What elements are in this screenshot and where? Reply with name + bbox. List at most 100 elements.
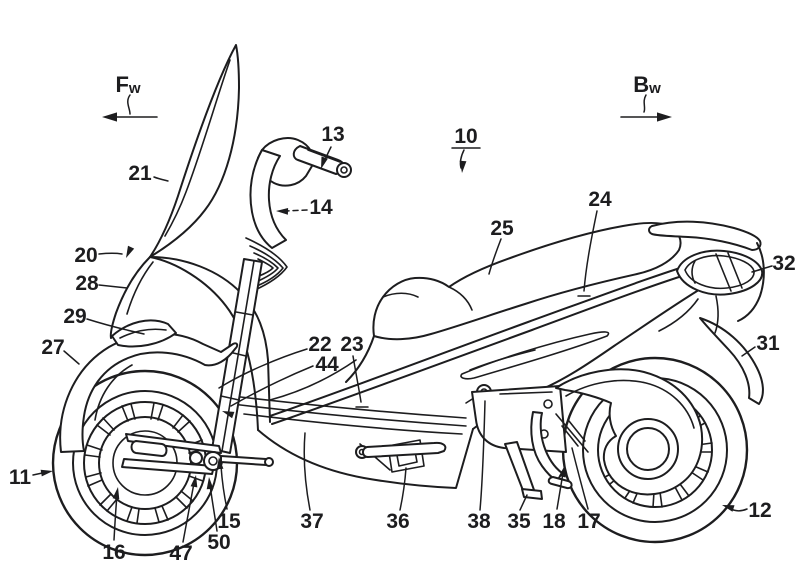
leader-line-24 — [583, 210, 598, 292]
handlebar — [249, 137, 352, 249]
leader-line-10 — [459, 149, 465, 169]
hub-link-arm-lower — [121, 458, 215, 475]
swingarm-inner-line — [499, 391, 553, 395]
grip-line — [307, 149, 341, 163]
leader-arrowhead-47 — [190, 475, 198, 488]
windshield-blade — [149, 44, 240, 258]
leader-line-31 — [741, 346, 756, 357]
hub-link-pad — [130, 440, 168, 457]
body-belt-line-upper — [269, 259, 707, 417]
ref-numeral-29: 29 — [63, 305, 86, 328]
seat-crease-mid — [448, 286, 473, 311]
swingarm-bolt-1 — [543, 399, 553, 409]
ref-numeral-16: 16 — [102, 541, 125, 564]
transmission-case-inner-edge — [565, 379, 695, 429]
ref-numeral-35: 35 — [507, 510, 531, 533]
ref-numeral-37: 37 — [300, 510, 323, 533]
hub-link-joint — [189, 451, 203, 465]
underfloor-frame — [231, 395, 589, 500]
grip-end-bolt — [340, 166, 348, 174]
leader-line-14 — [284, 209, 308, 212]
leader-arrowhead-14 — [276, 208, 289, 215]
shock-hatch-marks — [555, 413, 589, 453]
ref-numeral-32: 32 — [772, 252, 795, 275]
side-duct — [460, 331, 610, 380]
body-belt-line-lower — [271, 267, 709, 425]
leader-line-18 — [556, 472, 564, 510]
front-rim-inner — [98, 416, 192, 510]
floor-rail-2 — [231, 403, 467, 427]
leader-line-38 — [479, 400, 486, 511]
ref-numeral-21: 21 — [128, 162, 152, 185]
leader-line-20 — [98, 252, 123, 255]
direction-connector-Bw — [643, 94, 647, 113]
ref-numeral-50: 50 — [207, 531, 230, 554]
knee-panel-line-1 — [245, 237, 288, 294]
leader-arrowhead-15 — [216, 457, 224, 470]
tie-rod-end — [264, 457, 274, 467]
nose-inner-edge — [126, 261, 154, 315]
knee-panel-line-4 — [257, 258, 274, 277]
leader-arrowhead-18 — [559, 465, 566, 478]
rear-hub-inner — [626, 427, 670, 471]
leader-line-15 — [220, 465, 228, 510]
swingarm-bracket — [471, 385, 567, 453]
seat-front-lower-edge — [345, 335, 375, 383]
direction-connector-Fw — [127, 94, 131, 115]
handlebar-stem — [249, 149, 287, 249]
ref-numeral-20: 20 — [74, 244, 97, 267]
leader-line-32 — [751, 265, 773, 273]
ref-numeral-15: 15 — [217, 510, 241, 533]
ref-numeral-31: 31 — [756, 332, 780, 355]
ref-numeral-22: 22 — [308, 333, 331, 356]
leader-line-21 — [153, 176, 169, 182]
leader-line-22 — [218, 348, 308, 389]
grip-end-washer — [336, 162, 352, 178]
tail-lower-line-2 — [658, 298, 699, 332]
leader-line-35 — [519, 494, 528, 511]
ref-numeral-17: 17 — [577, 510, 600, 533]
ref-numeral-14: 14 — [309, 196, 333, 219]
front-fender-band — [59, 332, 239, 453]
front-fender — [59, 332, 239, 453]
undercowl-bottom-edge — [257, 428, 474, 489]
ref-numeral-28: 28 — [75, 272, 99, 295]
hub-link-arm-upper — [125, 433, 222, 454]
nose-outer-edge — [109, 256, 151, 339]
leader-line-25 — [488, 238, 502, 275]
floor-tunnel-line — [269, 359, 357, 401]
direction-label-Bw: Bw — [633, 72, 661, 97]
ref-numeral-12: 12 — [748, 499, 771, 522]
leader-arrowhead-20 — [126, 245, 135, 258]
leader-line-47 — [182, 482, 195, 543]
leader-arrowhead-11 — [40, 469, 53, 477]
ref-numeral-24: 24 — [588, 188, 612, 211]
knee-panel-line-3 — [253, 252, 279, 283]
floor-rail-1 — [231, 395, 467, 419]
body — [149, 237, 739, 489]
leader-line-37 — [303, 432, 311, 511]
ref-numeral-11: 11 — [9, 466, 32, 489]
tail-lamp-lens-lines — [691, 252, 743, 292]
leader-arrowhead-44 — [222, 411, 235, 419]
leader-line-23 — [352, 355, 362, 403]
floor-rail-3 — [243, 413, 463, 435]
brake-pedal-peg — [547, 476, 573, 490]
seat — [372, 222, 682, 341]
ref-numeral-44: 44 — [315, 353, 339, 376]
tail-lower-line-1 — [714, 295, 719, 334]
front-fender-inner-arc — [94, 364, 133, 421]
ref-numeral-25: 25 — [490, 217, 514, 240]
kingpin-bolt — [208, 456, 218, 466]
ref-numeral-10: 10 — [454, 125, 477, 148]
side-duct-inner — [469, 349, 536, 371]
leader-arrowhead-16 — [112, 487, 120, 500]
side-stand-lever — [362, 441, 447, 458]
ref-numeral-18: 18 — [542, 510, 566, 533]
seat-crease-front — [382, 292, 419, 298]
ref-numeral-27: 27 — [41, 336, 64, 359]
leader-line-29 — [86, 318, 145, 335]
